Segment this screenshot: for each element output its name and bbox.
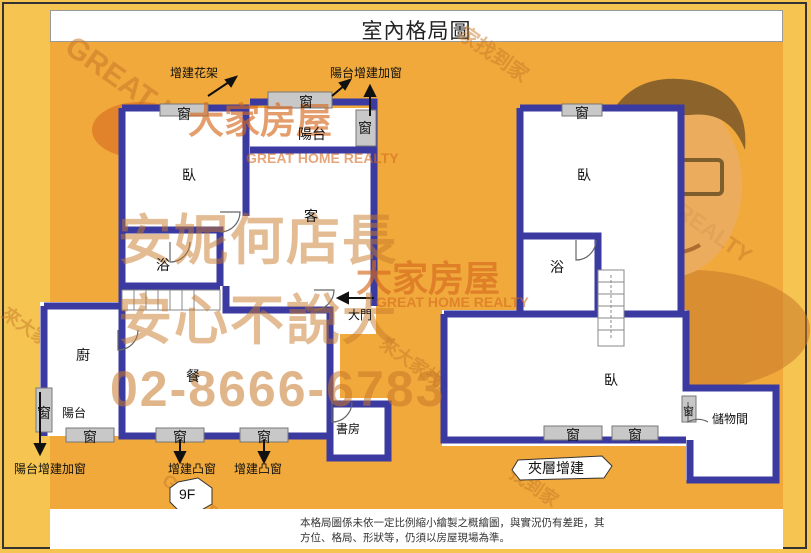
window-label-10: 窗 <box>628 427 642 443</box>
window-label-6: 窗 <box>173 429 187 445</box>
window-label-5: 窗 <box>83 429 97 445</box>
window-label-4: 窗 <box>37 405 51 421</box>
room-balcony-top: 陽台 <box>298 126 326 142</box>
title-bar: 室內格局圖 <box>50 10 783 43</box>
disclaimer-note: 本格局圖係未依一定比例縮小繪製之概繪圖，與實況仍有差距，其方位、格局、形狀等，仍… <box>300 517 605 544</box>
room-dining: 餐 <box>186 368 200 384</box>
room-storage: 儲物間 <box>712 412 749 426</box>
window-label-3: 窗 <box>358 120 372 136</box>
room-bedroom-left: 臥 <box>182 167 196 183</box>
window-label-2: 窗 <box>299 94 313 110</box>
room-living: 客 <box>304 208 318 224</box>
left-stairs-icon <box>121 289 221 311</box>
annotation-add-flower-rack: 增建花架 <box>170 66 219 80</box>
annotation-bay-window-2: 增建凸窗 <box>234 462 283 476</box>
doors <box>117 211 709 424</box>
annotation-balcony-window-top: 陽台增建加窗 <box>330 66 403 80</box>
window-label-11: 窗 <box>683 406 694 418</box>
room-bath-right: 浴 <box>550 259 564 275</box>
window-label-9: 窗 <box>566 427 580 443</box>
annotation-bay-window-1: 增建凸窗 <box>168 462 217 476</box>
window-label-1: 窗 <box>177 106 191 122</box>
mezzanine-badge-label: 夾層增建 <box>528 460 584 476</box>
window-label-8: 窗 <box>575 105 589 121</box>
arrows <box>33 75 377 465</box>
note-box <box>50 509 783 549</box>
annotation-balcony-window-bottom: 陽台增建加窗 <box>14 462 87 476</box>
room-balcony-left: 陽台 <box>62 406 87 420</box>
window-label-7: 窗 <box>257 429 271 445</box>
page-title: 室內格局圖 <box>361 20 472 43</box>
room-bedroom-right-top: 臥 <box>577 167 591 183</box>
floor-badge-label: 9F <box>179 486 196 502</box>
room-kitchen: 廚 <box>76 347 90 363</box>
right-stairs-icon <box>597 269 625 347</box>
room-bath-left: 浴 <box>156 257 170 273</box>
annotation-main-door: 大門 <box>348 308 373 322</box>
room-study: 書房 <box>336 422 361 436</box>
room-bedroom-right-bottom: 臥 <box>604 372 618 388</box>
mezzanine-badge-icon <box>511 455 613 481</box>
